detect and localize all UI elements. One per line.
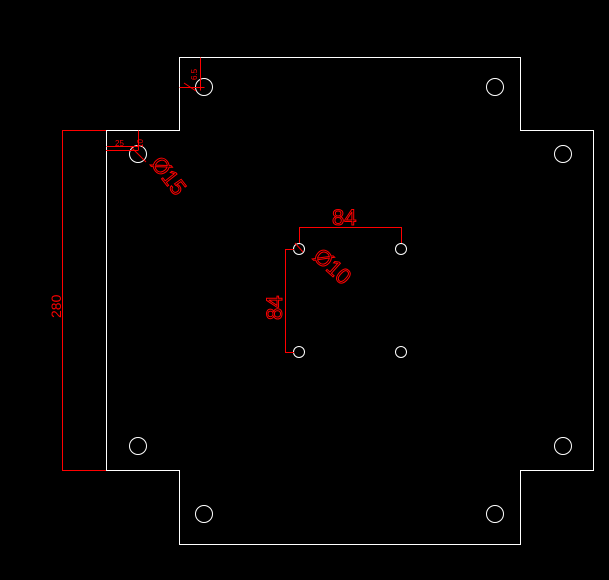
dimension-hole-spacing-vertical-label: 84: [262, 296, 287, 320]
center-hole-top-left[interactable]: [293, 243, 305, 255]
mounting-hole-left-lower[interactable]: [129, 437, 147, 455]
mounting-hole-bottom-left[interactable]: [195, 505, 213, 523]
dimension-small-hole-diameter-label: Ø10: [309, 243, 357, 289]
dimension-hole-offset-top-corner-label: 6.5: [190, 68, 199, 80]
dimension-hole-offset-top-corner[interactable]: 6.5: [179, 57, 205, 92]
dimension-overall-height-label: 280: [48, 294, 64, 318]
dimension-overall-height[interactable]: 280: [48, 130, 106, 471]
center-hole-bottom-right[interactable]: [395, 346, 407, 358]
dimension-corner-hole-diameter[interactable]: Ø15: [130, 146, 192, 200]
center-hole-top-right[interactable]: [395, 243, 407, 255]
dimension-corner-hole-diameter-label: Ø15: [146, 152, 191, 200]
dimension-hole-spacing-horizontal[interactable]: 84: [299, 205, 402, 243]
dimension-hole-spacing-horizontal-label: 84: [332, 205, 356, 230]
mounting-hole-bottom-right[interactable]: [486, 505, 504, 523]
dimension-hole-spacing-vertical[interactable]: 84: [262, 249, 294, 353]
mounting-hole-right-lower[interactable]: [554, 437, 572, 455]
center-hole-bottom-left[interactable]: [293, 346, 305, 358]
mounting-hole-right-upper[interactable]: [554, 145, 572, 163]
dimension-hole-offset-left[interactable]: 25 10: [106, 130, 145, 151]
dimension-hole-offset-left-label: 25: [115, 139, 124, 148]
mounting-hole-top-right[interactable]: [486, 78, 504, 96]
dimension-hole-offset-top-label: 10: [136, 139, 145, 148]
plate-outline[interactable]: [106, 57, 594, 545]
